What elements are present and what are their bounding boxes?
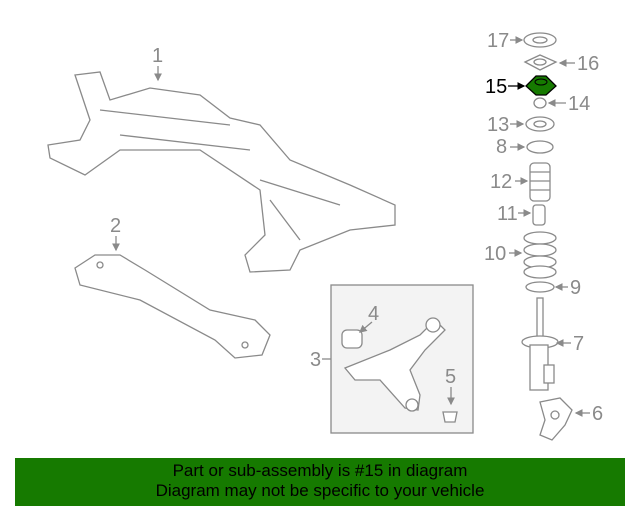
part-14-bumper[interactable] bbox=[533, 97, 547, 109]
banner-line-2: Diagram may not be specific to your vehi… bbox=[155, 481, 485, 500]
part-13-bearing[interactable] bbox=[525, 116, 555, 132]
part-16-plate[interactable] bbox=[523, 54, 558, 71]
part-12-boot[interactable] bbox=[529, 162, 551, 202]
callout-13: 13 bbox=[487, 114, 509, 136]
callout-5: 5 bbox=[445, 366, 456, 388]
part-17-insulator[interactable] bbox=[523, 32, 557, 48]
callout-9: 9 bbox=[570, 277, 581, 299]
callout-10: 10 bbox=[484, 243, 506, 265]
callout-3: 3 bbox=[310, 349, 321, 371]
part-10-coil-spring[interactable] bbox=[523, 231, 557, 279]
callout-4: 4 bbox=[368, 303, 379, 325]
callout-14: 14 bbox=[568, 93, 590, 115]
part-6-knuckle[interactable] bbox=[539, 397, 573, 441]
part-5-nut[interactable] bbox=[442, 411, 458, 423]
info-banner: Part or sub-assembly is #15 in diagram D… bbox=[15, 458, 625, 506]
part-11-jounce-bumper[interactable] bbox=[532, 204, 546, 226]
part-15-strut-mount[interactable] bbox=[525, 75, 557, 96]
callout-11: 11 bbox=[497, 203, 518, 225]
callout-12: 12 bbox=[490, 171, 512, 193]
part-1-subframe[interactable] bbox=[47, 71, 396, 273]
part-4-bushing[interactable] bbox=[341, 329, 363, 349]
part-2-crossmember[interactable] bbox=[74, 254, 271, 359]
callout-17: 17 bbox=[487, 30, 509, 52]
callout-15: 15 bbox=[485, 76, 507, 98]
callout-16: 16 bbox=[577, 53, 599, 75]
part-8-seat[interactable] bbox=[526, 140, 554, 154]
part-3-lower-control-arm[interactable] bbox=[343, 317, 446, 412]
banner-line-1: Part or sub-assembly is #15 in diagram bbox=[172, 461, 468, 480]
callout-6: 6 bbox=[592, 403, 603, 425]
callout-1: 1 bbox=[152, 45, 163, 67]
callout-7: 7 bbox=[573, 333, 584, 355]
part-9-spring-seat[interactable] bbox=[525, 281, 555, 293]
part-7-strut[interactable] bbox=[521, 297, 559, 391]
callout-2: 2 bbox=[110, 215, 121, 237]
callout-8: 8 bbox=[496, 136, 507, 158]
